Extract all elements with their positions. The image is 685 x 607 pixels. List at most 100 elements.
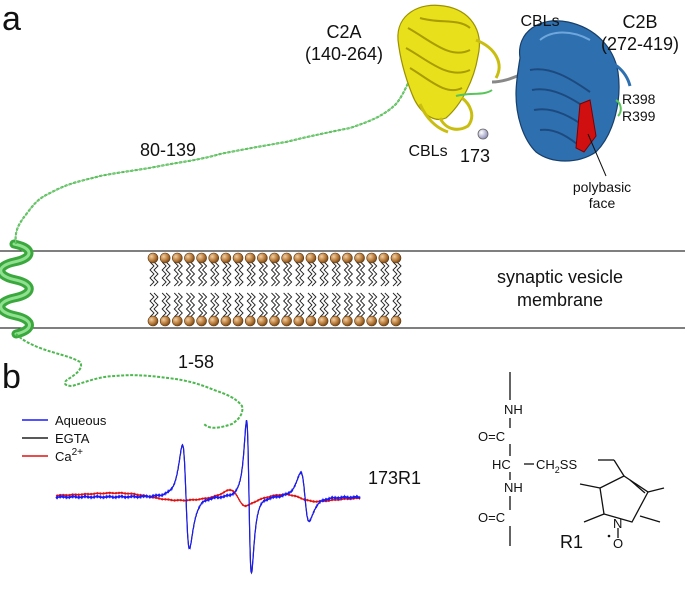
lipid-head (172, 252, 183, 264)
lipid-tail (262, 292, 268, 318)
lipid-tail (331, 261, 337, 287)
chem-methyl-3 (647, 487, 665, 493)
lipid-tail (295, 292, 301, 318)
lipid-tail (335, 261, 341, 287)
lipid-head (329, 252, 341, 264)
nterm-1-58-label: 1-58 (178, 352, 214, 372)
lipid-tail (396, 261, 402, 287)
lipid-head (147, 252, 159, 264)
lipid-bilayer (147, 252, 402, 327)
lipid-head (378, 252, 390, 264)
lipid-head (293, 252, 305, 264)
chem-oc-top: O=C (478, 429, 505, 444)
lipid-tail (234, 292, 240, 318)
lipid-head (172, 315, 183, 327)
lipid-tail (396, 292, 402, 318)
lipid-tail (380, 292, 386, 318)
panel-a-letter: a (2, 0, 21, 38)
lipid-head (281, 315, 292, 327)
lipid-head (147, 315, 159, 327)
lipid-tail (343, 261, 350, 287)
polybasic-label-line1: polybasic (573, 179, 631, 195)
lipid-tail (347, 261, 354, 287)
lipid-tail (210, 261, 216, 287)
chem-n: N (613, 516, 622, 531)
residue-173-label: 173 (460, 146, 490, 166)
spectrum-label: 173R1 (368, 468, 421, 488)
chem-methyl-1 (579, 483, 601, 489)
lipid-tail (270, 261, 277, 287)
lipid-tail (214, 261, 220, 287)
r1-structure (509, 372, 665, 546)
lipid-tail (299, 261, 305, 287)
panel-b-letter: b (2, 358, 21, 396)
chem-ch2ss: CH2SS (536, 457, 577, 475)
chem-methyl-2 (583, 513, 605, 523)
lipid-tail (250, 292, 256, 318)
lipid-head (305, 252, 317, 264)
lipid-head (196, 315, 207, 327)
lipid-head (257, 252, 268, 264)
lipid-tail (234, 261, 240, 287)
lipid-tail (392, 261, 398, 287)
lipid-tail (153, 292, 159, 318)
c2b-domain (515, 20, 632, 162)
lipid-tail (185, 261, 192, 287)
lipid-head (317, 252, 329, 264)
lipid-tail (258, 261, 264, 287)
membrane-label-line1: synaptic vesicle (497, 267, 623, 287)
lipid-tail (153, 261, 159, 287)
lipid-tail (270, 292, 277, 318)
lipid-head (244, 252, 256, 264)
lipid-tail (210, 292, 216, 318)
lipid-tail (311, 292, 317, 318)
lipid-tail (323, 261, 329, 287)
lipid-tail (368, 292, 374, 318)
c2b-range: (272-419) (601, 34, 679, 54)
chem-bond-9 (613, 459, 625, 477)
chem-nh-bottom: NH (504, 480, 523, 495)
chem-oc-bottom: O=C (478, 510, 505, 525)
lipid-tail (274, 261, 281, 287)
lipid-tail (149, 292, 155, 318)
lipid-head (342, 252, 353, 264)
lipid-tail (258, 292, 264, 318)
lipid-tail (347, 292, 354, 318)
lipid-head (354, 315, 365, 327)
lipid-head (378, 315, 390, 327)
lipid-tail (222, 261, 228, 287)
lipid-head (269, 252, 280, 264)
lipid-tail (343, 292, 350, 318)
lipid-head (208, 252, 220, 264)
lipid-head (305, 315, 317, 327)
lipid-head (220, 315, 232, 327)
lipid-tail (246, 261, 252, 287)
lipid-tail (380, 261, 386, 287)
chem-methyl-4 (639, 515, 661, 523)
lipid-head (208, 315, 220, 327)
lipid-tail (355, 292, 362, 318)
lipid-tail (197, 261, 204, 287)
legend: Aqueous EGTA Ca2+ (22, 413, 107, 464)
lipid-tail (335, 292, 341, 318)
lipid-head (329, 315, 341, 327)
spectrum-aqueous (55, 419, 361, 574)
lipid-head (244, 315, 256, 327)
polybasic-label-line2: face (589, 195, 616, 211)
lipid-tail (214, 292, 220, 318)
lipid-tail (189, 292, 196, 318)
lipid-head (257, 315, 268, 327)
lipid-tail (250, 261, 256, 287)
lipid-head (366, 315, 378, 327)
lipid-tail (161, 261, 167, 287)
lipid-tail (201, 292, 208, 318)
chem-ring (599, 475, 649, 523)
lipid-tail (319, 292, 325, 318)
cbls-top-label: CBLs (520, 13, 559, 30)
lipid-tail (197, 292, 204, 318)
lipid-tail (177, 261, 183, 287)
c2a-domain (397, 4, 501, 134)
lipid-tail (295, 261, 301, 287)
